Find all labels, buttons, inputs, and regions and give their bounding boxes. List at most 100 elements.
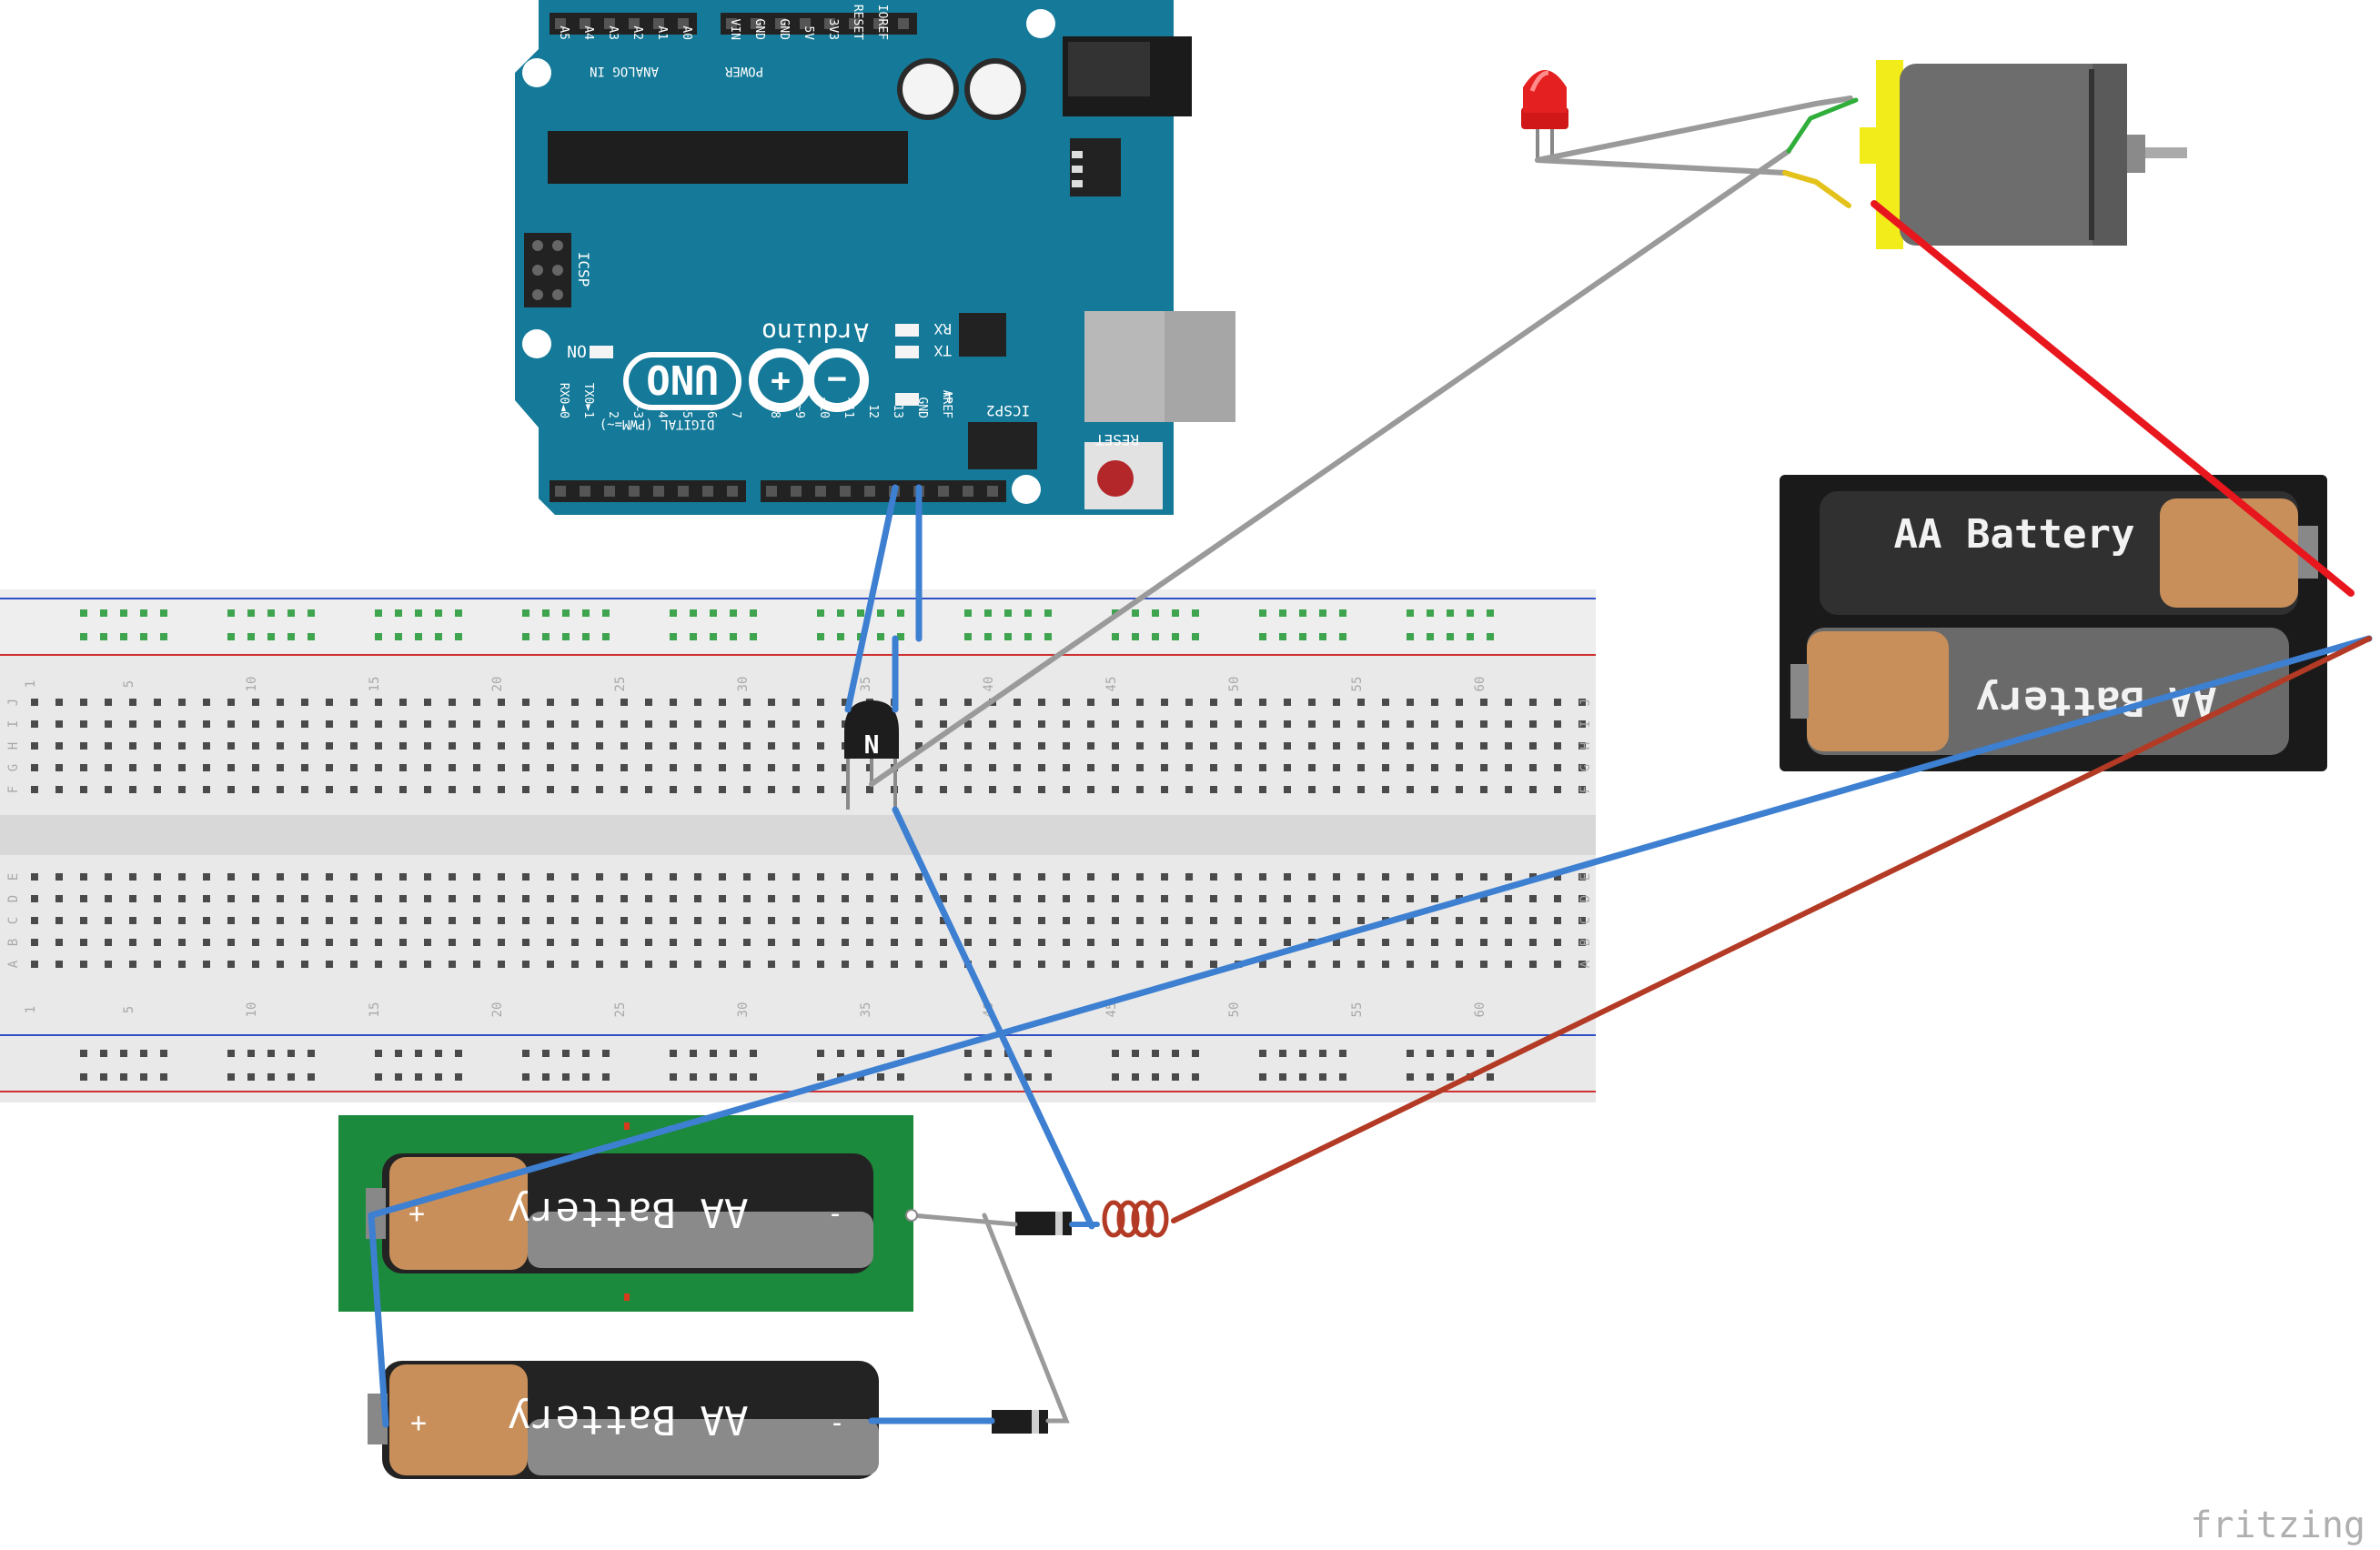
breadboard-hole (1210, 786, 1217, 793)
breadboard-hole (620, 742, 628, 750)
rail-hole (837, 609, 844, 617)
rail-hole (1172, 1050, 1179, 1057)
breadboard-hole (1456, 742, 1463, 750)
breadboard-hole (522, 764, 529, 771)
breadboard-hole (31, 786, 38, 793)
breadboard-hole (1333, 786, 1340, 793)
breadboard-hole (1185, 742, 1193, 750)
breadboard-hole (1529, 720, 1537, 728)
breadboard-hole (1578, 873, 1586, 881)
rail-hole (1132, 1073, 1139, 1081)
breadboard-hole (1136, 742, 1144, 750)
rail-hole (1407, 1073, 1414, 1081)
rail-hole (1339, 633, 1346, 640)
header-pin (840, 486, 851, 497)
rail-hole (1152, 1073, 1159, 1081)
header-pin (702, 486, 713, 497)
breadboard-hole (866, 917, 873, 924)
breadboard-hole (1357, 961, 1365, 968)
breadboard-hole (301, 720, 308, 728)
breadboard-hole (498, 764, 505, 771)
breadboard-hole (792, 720, 800, 728)
pin-label: 2 (606, 411, 620, 418)
breadboard-hole (1407, 873, 1414, 881)
breadboard-hole (1382, 939, 1389, 946)
breadboard-hole (1284, 699, 1291, 706)
breadboard-hole (571, 895, 579, 902)
breadboard-hole (154, 764, 161, 771)
rail-hole (1172, 1073, 1179, 1081)
breadboard-hole (1112, 917, 1119, 924)
digital-label: DIGITAL (PWM=~) (600, 417, 714, 431)
rail-hole (582, 1050, 590, 1057)
column-number: 1 (24, 680, 38, 688)
rail-hole (964, 609, 972, 617)
breadboard-hole (1259, 786, 1266, 793)
breadboard-hole (1259, 742, 1266, 750)
cell-positive-cap (389, 1364, 528, 1475)
rail-hole (140, 633, 147, 640)
breadboard-hole (522, 699, 529, 706)
breadboard-hole (80, 699, 87, 706)
breadboard-hole (375, 961, 382, 968)
breadboard-hole (645, 895, 652, 902)
rail-hole (817, 609, 824, 617)
rail-hole (267, 633, 275, 640)
breadboard-hole (1136, 720, 1144, 728)
column-number: 30 (736, 1002, 751, 1018)
rail-hole (857, 1050, 864, 1057)
model-label: UNO (646, 356, 718, 402)
breadboard-hole (1554, 873, 1561, 881)
breadboard-hole (1087, 720, 1094, 728)
breadboard-hole (1431, 939, 1438, 946)
breadboard-hole (964, 895, 972, 902)
digital-text-group: DIGITAL (PWM=~) (600, 417, 714, 431)
breadboard-hole (1014, 786, 1021, 793)
column-number: 45 (1104, 677, 1119, 692)
row-letter: G (1578, 764, 1593, 771)
breadboard-hole (817, 742, 824, 750)
rail-hole (602, 1073, 610, 1081)
breadboard-hole (670, 742, 677, 750)
rail-hole (964, 633, 972, 640)
breadboard-hole (105, 961, 112, 968)
icsp-pin (532, 265, 543, 276)
breadboard-hole (1431, 699, 1438, 706)
breadboard-hole (1087, 742, 1094, 750)
header-pin (898, 18, 909, 29)
breadboard-hole (1136, 873, 1144, 881)
arduino-pcb (515, 0, 1174, 515)
pin-label: ~9 (792, 404, 806, 418)
rail-hole (582, 1073, 590, 1081)
rail-hole (395, 609, 402, 617)
wire-motor-to-holder (1871, 200, 2355, 597)
mounting-hole (1026, 9, 1055, 38)
breadboard-hole (1259, 873, 1266, 881)
rail-hole (1447, 609, 1454, 617)
breadboard-hole (670, 961, 677, 968)
breadboard-hole (1578, 917, 1586, 924)
breadboard-hole (1308, 873, 1316, 881)
breadboard-hole (277, 895, 284, 902)
motor-shaft (2145, 147, 2187, 158)
breadboard-hole (694, 961, 701, 968)
breadboard-hole (964, 786, 972, 793)
npn-transistor: N (844, 700, 899, 810)
rail-hole (602, 609, 610, 617)
breadboard-hole (1185, 873, 1193, 881)
breadboard-hole (1014, 961, 1021, 968)
breadboard-hole (1578, 764, 1586, 771)
breadboard-hole (154, 742, 161, 750)
breadboard-hole (1529, 742, 1537, 750)
breadboard-hole (1480, 961, 1488, 968)
header-pin (653, 486, 664, 497)
breadboard-hole (1480, 786, 1488, 793)
header-pin (873, 18, 884, 29)
breadboard-hole (1407, 699, 1414, 706)
breadboard-hole (80, 720, 87, 728)
breadboard-hole (1357, 699, 1365, 706)
breadboard-hole (1259, 895, 1266, 902)
rail-hole (100, 633, 107, 640)
breadboard-hole (473, 699, 480, 706)
pin-label: 13 (891, 404, 904, 418)
